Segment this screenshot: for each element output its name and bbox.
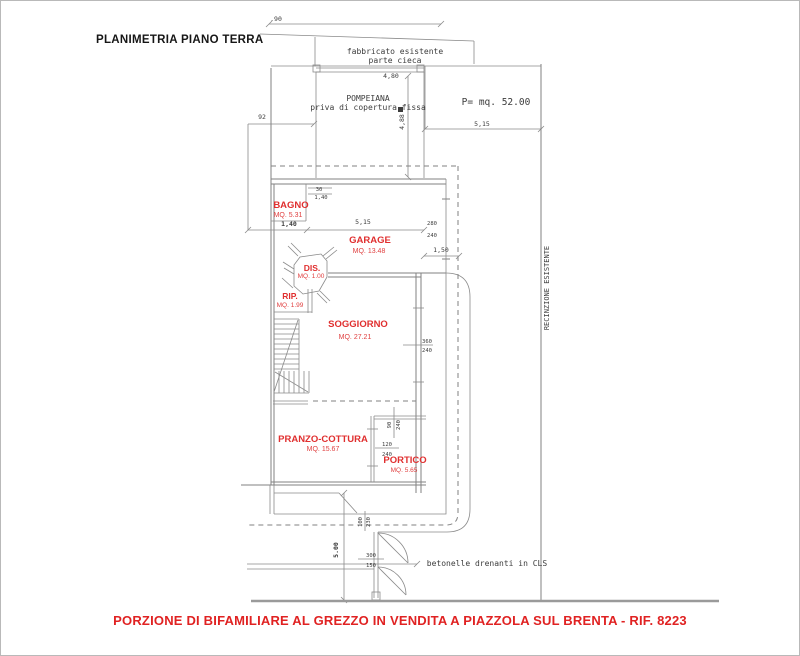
room-label-pranzo: PRANZO-COTTURA	[278, 434, 368, 445]
dim-ped-gate-w: 100	[358, 517, 364, 527]
room-label-dis: DIS.	[304, 263, 321, 273]
fabbricato-label-2: parte cieca	[369, 56, 422, 65]
dim-gate-w: 300	[366, 553, 376, 559]
room-area-dis: MQ. 1.00	[298, 273, 325, 280]
dim-offset-top: .90	[270, 15, 282, 23]
dim-gate-h: 150	[366, 563, 376, 569]
dim-portico-window-h: 240	[396, 420, 402, 430]
recinzione-label: RECINZIONE ESISTENTE	[543, 246, 551, 330]
width-dimension-chain	[244, 226, 428, 234]
dim-garage-door-w: 280	[427, 221, 437, 227]
room-area-garage: MQ. 13.48	[353, 248, 386, 255]
side-path	[274, 179, 471, 533]
ripostiglio-walls	[274, 277, 313, 313]
dim-pranzo-window-h: 240	[382, 452, 392, 458]
dim-bagno-width: 1,40	[281, 220, 297, 228]
left-offset-dimension	[247, 120, 318, 230]
dim-front-depth: 5.00	[332, 542, 340, 558]
room-label-soggiorno: SOGGIORNO	[328, 319, 388, 330]
disimpegno-outline	[282, 242, 338, 304]
room-label-garage: GARAGE	[349, 235, 391, 246]
east-wall	[403, 273, 433, 493]
gate	[358, 511, 409, 601]
pompeiana-label-1: POMPEIANA	[346, 94, 390, 103]
parking-area-label: P= mq. 52.00	[462, 97, 531, 108]
dim-side-gap: 1,50	[433, 246, 449, 254]
dim-portico-window-w: 90	[387, 422, 393, 429]
listing-caption: PORZIONE DI BIFAMILIARE AL GREZZO IN VEN…	[113, 613, 687, 628]
dim-garage-door-h: 240	[427, 233, 437, 239]
room-area-rip: MQ. 1.99	[277, 302, 304, 309]
page-title: PLANIMETRIA PIANO TERRA	[96, 34, 264, 46]
room-label-rip: RIP.	[282, 291, 297, 301]
pranzo-portico-walls	[367, 407, 426, 482]
betonelle-label: betonelle drenanti in CLS	[427, 559, 548, 568]
room-area-portico: MQ. 5.65	[391, 467, 418, 474]
room-area-soggiorno: MQ. 27.21	[339, 334, 372, 341]
room-area-pranzo: MQ. 15.67	[307, 446, 340, 453]
front-terrace	[269, 485, 358, 514]
dim-garage-width: 5,15	[355, 218, 371, 226]
top-boundary-lines	[259, 20, 541, 67]
dashed-boundary	[249, 165, 459, 526]
dim-ped-gate-h: 230	[366, 517, 372, 527]
dim-left-offset: 92	[258, 113, 266, 121]
pompeiana-label-2: priva di copertura fissa	[310, 103, 426, 112]
dim-pergola-width: 4,80	[383, 72, 399, 80]
dim-pranzo-window-w: 120	[382, 442, 392, 448]
room-label-portico: PORTICO	[383, 455, 426, 466]
front-depth-dimension	[340, 489, 348, 604]
betonelle-leader	[247, 560, 421, 570]
mid-wall	[273, 400, 416, 405]
pergola-post	[398, 107, 403, 112]
bagno-walls	[271, 184, 332, 222]
fabbricato-label-1: fabbricato esistente	[347, 47, 444, 56]
room-label-bagno: BAGNO	[273, 200, 308, 211]
room-area-bagno: MQ. 5.31	[274, 212, 303, 219]
parking-area-lines	[421, 66, 545, 133]
dim-parking-width: 5,15	[474, 120, 490, 128]
dim-bagno-door-a: 30	[316, 187, 323, 193]
side-gap-dimension	[420, 252, 463, 260]
dim-sogg-window-w: 360	[422, 339, 432, 345]
dim-bagno-door-b: 1,40	[314, 195, 327, 201]
dim-pergola-depth: 4,88	[398, 114, 406, 130]
pompeiana-outline	[312, 64, 425, 181]
dim-sogg-window-h: 240	[422, 348, 432, 354]
staircase	[273, 318, 310, 394]
